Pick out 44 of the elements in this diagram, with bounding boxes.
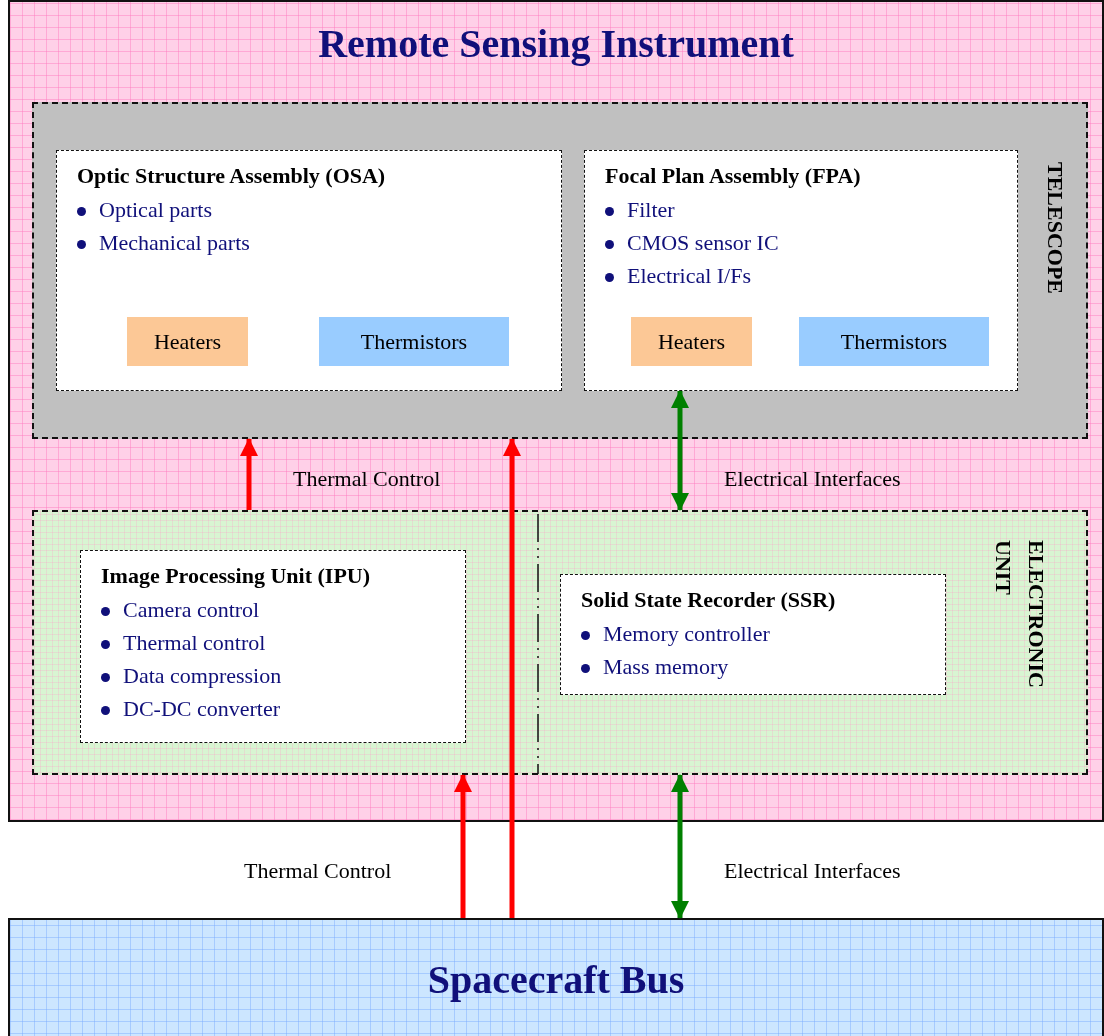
list-item: Mass memory xyxy=(603,654,729,679)
interface-label: Electrical Interfaces xyxy=(724,858,901,884)
interface-label: Thermal Control xyxy=(293,466,441,492)
list-item: Mechanical parts xyxy=(99,230,250,255)
list-item: Memory controller xyxy=(603,621,770,646)
box-label: Thermistors xyxy=(839,327,949,356)
arrow xyxy=(240,438,258,510)
electronic-unit-panel xyxy=(32,510,1088,775)
recorder-box xyxy=(560,574,946,695)
list-item: Optical parts xyxy=(99,197,213,222)
arrow xyxy=(503,438,521,918)
box-heading: Image Processing Unit (IPU) xyxy=(101,563,371,589)
list-item: Camera control xyxy=(123,597,260,622)
spacecraft-bus-panel xyxy=(8,918,1104,1036)
panel-title: Spacecraft Bus xyxy=(426,956,686,1003)
assembly-box xyxy=(584,150,1018,391)
box-heading: Focal Plan Assembly (FPA) xyxy=(605,163,861,189)
list-item: Data compression xyxy=(123,663,282,688)
list-item: Electrical I/Fs xyxy=(627,263,751,288)
arrow xyxy=(671,774,689,919)
panel-title: ELECTRONIC UNIT xyxy=(990,540,1050,690)
instrument-panel xyxy=(8,0,1104,822)
list-item: CMOS sensor IC xyxy=(627,230,779,255)
processing-unit-box xyxy=(80,550,466,743)
assembly-box xyxy=(56,150,562,391)
list-item: Thermal control xyxy=(123,630,266,655)
box-label: Heaters xyxy=(152,327,223,356)
arrow xyxy=(671,390,689,511)
box-label: Heaters xyxy=(656,327,727,356)
thermistor-box xyxy=(319,317,509,366)
interface-label: Electrical Interfaces xyxy=(724,466,901,492)
panel-title: TELESCOPE xyxy=(1042,162,1069,295)
arrow xyxy=(454,774,472,918)
telescope-panel xyxy=(32,102,1088,439)
box-heading: Optic Structure Assembly (OSA) xyxy=(77,163,386,189)
box-label: Thermistors xyxy=(359,327,469,356)
list-item: DC-DC converter xyxy=(123,696,280,721)
heater-box xyxy=(631,317,752,366)
panel-title: Remote Sensing Instrument xyxy=(317,20,795,67)
list-item: Filter xyxy=(627,197,675,222)
heater-box xyxy=(127,317,248,366)
interface-label: Thermal Control xyxy=(244,858,392,884)
box-heading: Solid State Recorder (SSR) xyxy=(581,587,836,613)
thermistor-box xyxy=(799,317,989,366)
